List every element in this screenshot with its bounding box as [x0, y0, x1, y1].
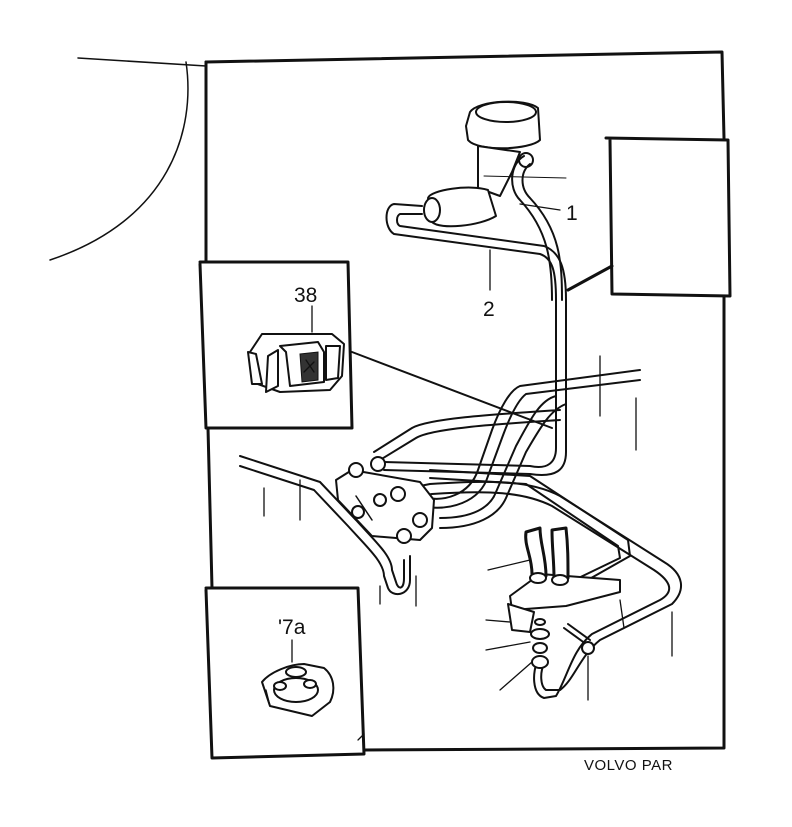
distribution-block: [335, 456, 435, 544]
master-cylinder: [423, 100, 567, 228]
detail-box-right: [566, 136, 732, 298]
detail-box-38: [198, 260, 553, 430]
brake-line-rear-right: [409, 469, 682, 699]
clip-part-38: [247, 333, 345, 393]
footer-brand: VOLVO PAR: [584, 757, 673, 774]
callout-2: 2: [483, 298, 495, 321]
callout-1: 1: [566, 202, 578, 225]
main-frame: [204, 50, 726, 752]
callout-38: 38: [294, 284, 317, 307]
brake-line-2: [383, 203, 567, 476]
detail-box-7a: [204, 586, 366, 760]
rear-junction: [507, 526, 621, 669]
clip-part-7a: [261, 663, 335, 717]
leader-lines: [263, 203, 673, 701]
fender-arc: [49, 57, 207, 261]
callout-7a: '7a: [278, 616, 306, 639]
